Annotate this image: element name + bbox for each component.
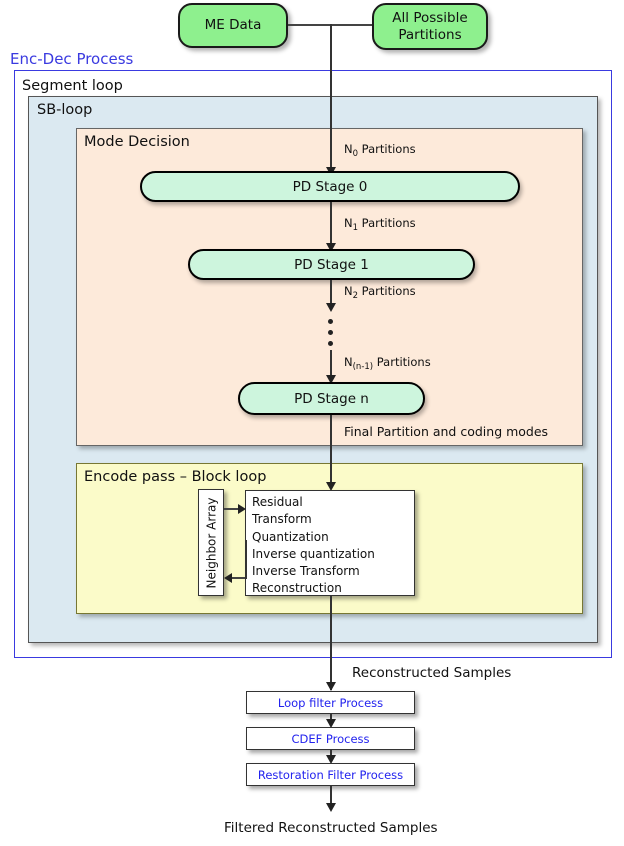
cdef-to-restoration-arrow [326, 755, 336, 764]
block-steps-list: Residual Transform Quantization Inverse … [246, 491, 414, 598]
block-step: Residual [252, 495, 303, 509]
loop-to-cdef-arrow [326, 719, 336, 728]
pd-stage-0-label: PD Stage 0 [292, 178, 368, 195]
block-step: Reconstruction [252, 581, 342, 596]
n2-tail: Partitions [358, 284, 416, 298]
steps-to-neighbor-arrow [224, 573, 232, 583]
ellipsis-dot-1 [328, 319, 333, 324]
loop-filter-process-label: Loop filter Process [277, 695, 384, 710]
pd-stage-n-box[interactable]: PD Stage n [238, 382, 425, 415]
sb-loop-label: SB-loop [37, 102, 93, 118]
n0-base: N [344, 142, 353, 156]
ellipsis-dot-2 [328, 330, 333, 335]
all-possible-partitions-box[interactable]: All Possible Partitions [372, 3, 488, 50]
final-partition-label: Final Partition and coding modes [344, 424, 549, 439]
trunk-to-stage0-line [330, 24, 332, 170]
reconstructed-samples-label: Reconstructed Samples [352, 665, 512, 681]
stagen-to-encode-line [330, 415, 332, 485]
n1-partitions-label: N1 Partitions [344, 216, 416, 233]
stage1-to-dots-line [330, 280, 332, 306]
stage0-to-stage1-line [330, 202, 332, 247]
enc-dec-process-container [14, 70, 612, 658]
pd-stage-1-box[interactable]: PD Stage 1 [188, 249, 475, 280]
n0-tail: Partitions [358, 142, 416, 156]
restoration-filter-process-label: Restoration Filter Process [257, 767, 404, 782]
dots-to-stagen-line [330, 350, 332, 382]
n1-tail: Partitions [358, 216, 416, 230]
encode-pass-label: Encode pass – Block loop [84, 469, 267, 485]
pd-stage-n-label: PD Stage n [294, 390, 369, 407]
me-data-label: ME Data [204, 17, 262, 34]
mode-decision-label: Mode Decision [84, 134, 190, 150]
neighbor-array-label: Neighbor Array [204, 497, 219, 588]
n1-base: N [344, 216, 353, 230]
restoration-to-output-arrow [326, 803, 336, 812]
block-step: Inverse quantization [252, 546, 375, 561]
filtered-reconstructed-samples-label: Filtered Reconstructed Samples [224, 820, 438, 836]
steps-to-neighbor-riser [245, 540, 247, 579]
block-step: Quantization [252, 529, 329, 544]
block-steps-box[interactable]: Residual Transform Quantization Inverse … [245, 490, 415, 596]
restoration-filter-process-box[interactable]: Restoration Filter Process [246, 763, 415, 786]
loop-filter-process-box[interactable]: Loop filter Process [246, 691, 415, 714]
nn1-partitions-label: N(n-1) Partitions [344, 355, 431, 372]
neighbor-array-box[interactable]: Neighbor Array [198, 489, 224, 596]
n2-sub: 2 [352, 290, 359, 301]
n1-sub: 1 [352, 222, 359, 233]
ellipsis-dot-3 [328, 341, 333, 346]
stage1-to-dots-arrow [326, 303, 336, 312]
restoration-to-output-line [330, 786, 332, 807]
all-possible-partitions-label: All Possible Partitions [392, 9, 468, 43]
block-step: Inverse Transform [252, 564, 360, 579]
nn1-sub: (n-1) [352, 361, 374, 372]
neighbor-to-steps-line [224, 508, 240, 510]
cdef-process-box[interactable]: CDEF Process [246, 727, 415, 750]
block-step: Transform [252, 512, 312, 527]
stagen-to-encode-arrow [326, 482, 336, 491]
pd-stage-1-label: PD Stage 1 [294, 256, 369, 273]
steps-to-neighbor-line [231, 577, 247, 579]
me-data-box[interactable]: ME Data [178, 3, 288, 48]
cdef-process-label: CDEF Process [291, 731, 370, 746]
dots-to-stagen-arrow [326, 375, 336, 384]
stage0-to-stage1-arrow [326, 243, 336, 252]
encode-to-filters-line [330, 596, 332, 690]
pd-stage-0-box[interactable]: PD Stage 0 [140, 171, 520, 202]
segment-loop-label: Segment loop [22, 78, 123, 94]
n0-partitions-label: N0 Partitions [344, 142, 416, 159]
neighbor-to-steps-arrow [238, 504, 246, 514]
enc-dec-process-title: Enc-Dec Process [10, 50, 134, 68]
nn1-tail: Partitions [373, 355, 431, 369]
n2-base: N [344, 284, 353, 298]
encode-to-filters-arrow [326, 682, 336, 691]
nn1-base: N [344, 355, 353, 369]
n2-partitions-label: N2 Partitions [344, 284, 416, 301]
n0-sub: 0 [352, 148, 359, 159]
